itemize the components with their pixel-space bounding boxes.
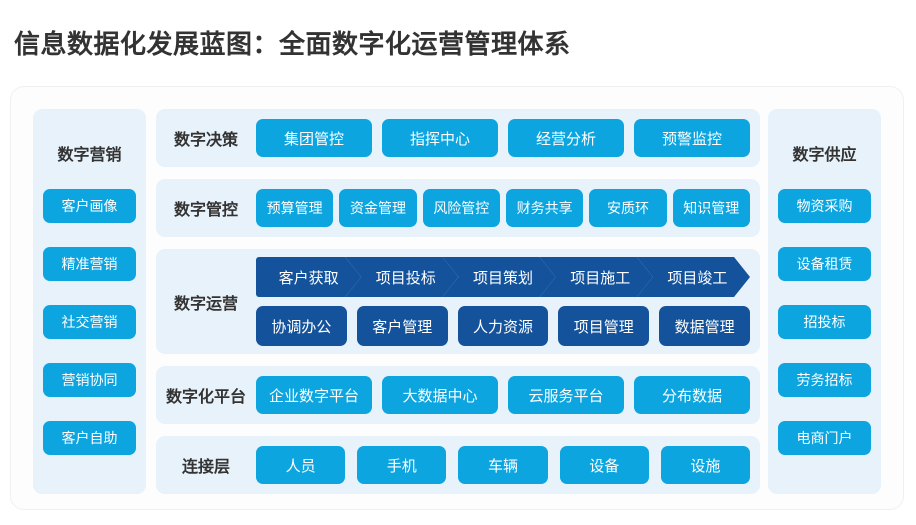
left-column-item-3[interactable]: 营销协同 bbox=[43, 363, 136, 397]
row-items-digital-control: 预算管理 资金管理 风险管控 财务共享 安质环 知识管理 bbox=[256, 189, 750, 227]
process-step-2[interactable]: 项目策划 bbox=[442, 257, 555, 297]
left-column-title: 数字营销 bbox=[57, 147, 122, 164]
row-4-item-3[interactable]: 设备 bbox=[559, 446, 649, 484]
row-1-item-0[interactable]: 预算管理 bbox=[256, 189, 334, 227]
row-0-item-3[interactable]: 预警监控 bbox=[634, 119, 750, 157]
row-label-digital-decision: 数字决策 bbox=[173, 132, 238, 149]
left-column-item-0[interactable]: 客户画像 bbox=[43, 189, 136, 223]
row-label-digital-platform: 数字化平台 bbox=[165, 389, 246, 406]
row-0-item-1[interactable]: 指挥中心 bbox=[382, 119, 498, 157]
row-digital-decision: 数字决策 集团管控 指挥中心 经营分析 预警监控 bbox=[156, 109, 760, 167]
row-1-item-2[interactable]: 风险管控 bbox=[422, 189, 500, 227]
left-column-item-4[interactable]: 客户自助 bbox=[43, 421, 136, 455]
row-digital-operations: 数字运营 客户获取 项目投标 项目策划 项目施工 项目竣工 协调办公 客户管理 … bbox=[156, 249, 760, 354]
row-3-item-3[interactable]: 分布数据 bbox=[634, 376, 750, 414]
process-step-0[interactable]: 客户获取 bbox=[256, 257, 361, 297]
operations-module-2[interactable]: 人力资源 bbox=[457, 306, 549, 346]
right-column-item-1[interactable]: 设备租赁 bbox=[778, 247, 871, 281]
operations-process-flow: 客户获取 项目投标 项目策划 项目施工 项目竣工 bbox=[256, 257, 750, 297]
left-column-item-2[interactable]: 社交营销 bbox=[43, 305, 136, 339]
right-column-item-0[interactable]: 物资采购 bbox=[778, 189, 871, 223]
right-column-title: 数字供应 bbox=[792, 147, 857, 164]
row-3-item-1[interactable]: 大数据中心 bbox=[382, 376, 498, 414]
row-4-item-0[interactable]: 人员 bbox=[256, 446, 346, 484]
row-4-item-2[interactable]: 车辆 bbox=[458, 446, 548, 484]
row-1-item-3[interactable]: 财务共享 bbox=[505, 189, 584, 227]
process-step-1[interactable]: 项目投标 bbox=[345, 257, 458, 297]
operations-stack: 客户获取 项目投标 项目策划 项目施工 项目竣工 协调办公 客户管理 人力资源 … bbox=[256, 257, 750, 346]
row-0-item-2[interactable]: 经营分析 bbox=[508, 119, 624, 157]
row-1-item-1[interactable]: 资金管理 bbox=[339, 189, 417, 227]
left-column-digital-marketing: 数字营销 客户画像 精准营销 社交营销 营销协同 客户自助 bbox=[33, 109, 146, 494]
row-items-digital-platform: 企业数字平台 大数据中心 云服务平台 分布数据 bbox=[256, 376, 750, 414]
row-3-item-2[interactable]: 云服务平台 bbox=[508, 376, 624, 414]
row-digital-platform: 数字化平台 企业数字平台 大数据中心 云服务平台 分布数据 bbox=[156, 366, 760, 424]
row-connection-layer: 连接层 人员 手机 车辆 设备 设施 bbox=[156, 436, 760, 494]
operations-modules: 协调办公 客户管理 人力资源 项目管理 数据管理 bbox=[256, 306, 750, 346]
operations-module-4[interactable]: 数据管理 bbox=[659, 306, 750, 346]
row-4-item-4[interactable]: 设施 bbox=[660, 446, 751, 484]
operations-module-0[interactable]: 协调办公 bbox=[256, 306, 347, 346]
right-column-item-3[interactable]: 劳务招标 bbox=[778, 363, 871, 397]
operations-module-1[interactable]: 客户管理 bbox=[356, 306, 448, 346]
row-label-digital-operations: 数字运营 bbox=[173, 295, 238, 313]
page-title: 信息数据化发展蓝图：全面数字化运营管理体系 bbox=[14, 29, 571, 59]
process-step-4[interactable]: 项目竣工 bbox=[637, 257, 750, 297]
row-1-item-4[interactable]: 安质环 bbox=[589, 189, 667, 227]
left-column-item-1[interactable]: 精准营销 bbox=[43, 247, 136, 281]
row-label-digital-control: 数字管控 bbox=[173, 202, 238, 219]
right-column-item-4[interactable]: 电商门户 bbox=[778, 421, 871, 455]
row-4-item-1[interactable]: 手机 bbox=[357, 446, 447, 484]
row-items-digital-decision: 集团管控 指挥中心 经营分析 预警监控 bbox=[256, 119, 750, 157]
row-1-item-5[interactable]: 知识管理 bbox=[672, 189, 750, 227]
right-column-digital-supply: 数字供应 物资采购 设备租赁 招投标 劳务招标 电商门户 bbox=[768, 109, 881, 494]
row-items-connection-layer: 人员 手机 车辆 设备 设施 bbox=[256, 446, 751, 484]
center-stack: 数字决策 集团管控 指挥中心 经营分析 预警监控 数字管控 预算管理 资金管理 … bbox=[156, 109, 760, 494]
row-3-item-0[interactable]: 企业数字平台 bbox=[256, 376, 372, 414]
right-column-item-2[interactable]: 招投标 bbox=[778, 305, 871, 339]
operations-module-3[interactable]: 项目管理 bbox=[558, 306, 650, 346]
row-0-item-0[interactable]: 集团管控 bbox=[256, 119, 372, 157]
row-label-connection-layer: 连接层 bbox=[181, 459, 230, 476]
process-step-3[interactable]: 项目施工 bbox=[540, 257, 653, 297]
row-digital-control: 数字管控 预算管理 资金管理 风险管控 财务共享 安质环 知识管理 bbox=[156, 179, 760, 237]
blueprint-board: 数字营销 客户画像 精准营销 社交营销 营销协同 客户自助 数字决策 集团管控 … bbox=[10, 86, 904, 510]
